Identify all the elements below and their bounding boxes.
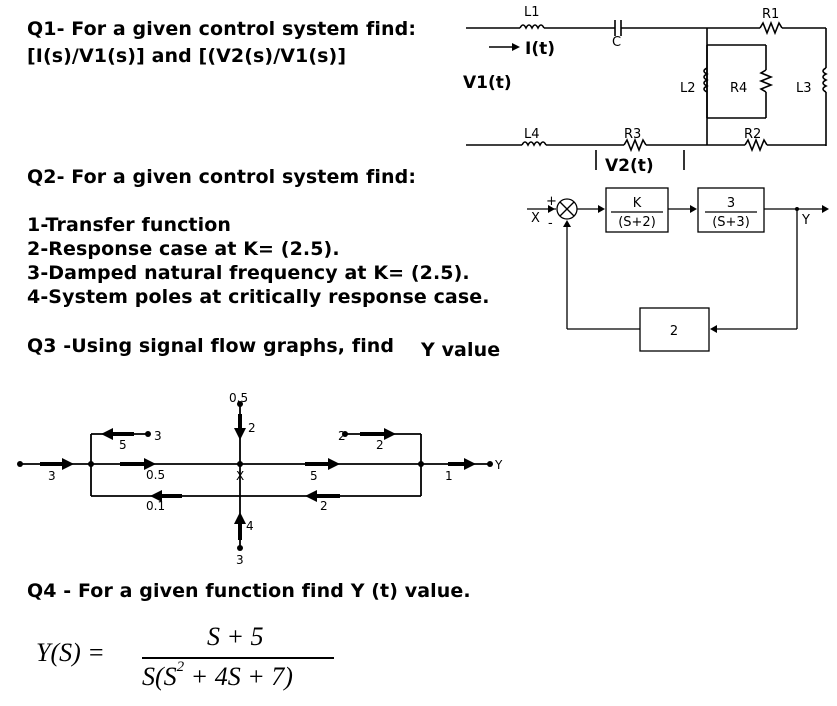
resistor-r2 bbox=[744, 137, 768, 153]
q2-item-4: 4-System poles at critically response ca… bbox=[27, 286, 490, 308]
sfg-left-branch-node: 3 bbox=[154, 429, 162, 443]
label-y-output: Y bbox=[801, 213, 810, 228]
q2-title: Q2- For a given control system find: bbox=[27, 166, 417, 188]
label-l2: L2 bbox=[680, 81, 696, 96]
sfg-bottom-node-val: 3 bbox=[236, 553, 244, 567]
label-plus: + bbox=[546, 194, 557, 209]
label-c: C bbox=[612, 35, 621, 50]
sfg-right-branch-node: 2 bbox=[338, 429, 346, 443]
label-l4: L4 bbox=[524, 127, 540, 142]
sfg-input-gain: 3 bbox=[48, 469, 56, 483]
block-g2 bbox=[697, 187, 765, 233]
label-v2: V2(t) bbox=[605, 156, 654, 176]
sfg-bot-right-gain: 2 bbox=[320, 499, 328, 513]
sfg-left-branch-gain: 5 bbox=[119, 438, 127, 452]
q3-title-y: Y value bbox=[421, 339, 501, 361]
q1-ask: [I(s)/V1(s)] and [(V2(s)/V1(s)] bbox=[27, 45, 347, 67]
resistor-r4 bbox=[758, 69, 774, 93]
sfg-mid-left-gain: 0.5 bbox=[146, 468, 165, 482]
label-minus: - bbox=[548, 216, 553, 231]
sfg-output: Y bbox=[494, 458, 503, 472]
sfg-right-branch-gain: 2 bbox=[376, 438, 384, 452]
inductor-l3 bbox=[822, 67, 828, 93]
resistor-r1 bbox=[759, 20, 783, 36]
q1-title: Q1- For a given control system find: bbox=[27, 18, 417, 40]
sfg-bottom-gain: 4 bbox=[246, 519, 254, 533]
label-feedback-gain: 2 bbox=[670, 324, 678, 339]
label-g1-den: (S+2) bbox=[618, 215, 656, 230]
q4-numerator: S + 5 bbox=[207, 622, 264, 651]
block-g1 bbox=[605, 187, 669, 233]
sfg-mid-right-gain: 5 bbox=[310, 469, 318, 483]
label-v1: V1(t) bbox=[463, 73, 512, 93]
sfg-output-gain: 1 bbox=[445, 469, 453, 483]
q2-item-2: 2-Response case at K= (2.5). bbox=[27, 238, 340, 260]
label-g2-den: (S+3) bbox=[712, 215, 750, 230]
label-r2: R2 bbox=[744, 127, 761, 142]
resistor-r3 bbox=[623, 137, 647, 153]
inductor-l4 bbox=[521, 141, 547, 147]
q4-lhs: Y(S) = bbox=[36, 638, 105, 667]
sfg-top-node-val: 0.5 bbox=[229, 391, 248, 405]
q4-denominator: S(S2 + 4S + 7) bbox=[142, 659, 293, 691]
label-g2-num: 3 bbox=[727, 196, 735, 211]
inductor-l2 bbox=[703, 67, 709, 93]
q4-fraction-bar bbox=[142, 657, 334, 659]
sfg-mid-x: X bbox=[236, 469, 244, 483]
label-r3: R3 bbox=[624, 127, 641, 142]
label-l3: L3 bbox=[796, 81, 812, 96]
q4-title: Q4 - For a given function find Y (t) val… bbox=[27, 580, 471, 602]
label-x-input: X bbox=[531, 211, 540, 226]
sfg-top-gain: 2 bbox=[248, 421, 256, 435]
sfg-bot-left-gain: 0.1 bbox=[146, 499, 165, 513]
label-l1: L1 bbox=[524, 5, 540, 20]
inductor-l1 bbox=[519, 24, 545, 30]
q2-item-3: 3-Damped natural frequency at K= (2.5). bbox=[27, 262, 470, 284]
label-g1-num: K bbox=[633, 196, 642, 211]
q3-title: Q3 -Using signal flow graphs, find bbox=[27, 335, 395, 357]
label-r4: R4 bbox=[730, 81, 747, 96]
label-current: I(t) bbox=[525, 39, 555, 59]
q2-item-1: 1-Transfer function bbox=[27, 214, 232, 236]
label-r1: R1 bbox=[762, 7, 779, 22]
